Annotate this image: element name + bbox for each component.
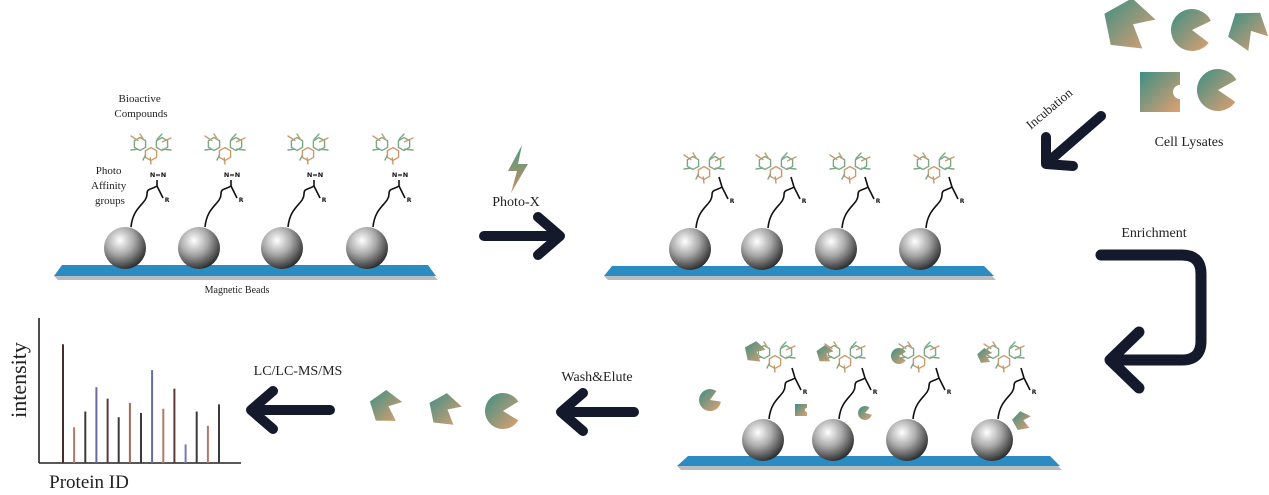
left-arrow-icon (246, 386, 335, 434)
r-group-label: R (322, 197, 327, 204)
plate-2 (604, 266, 996, 280)
magnetic-bead (742, 419, 784, 461)
bound-protein-icon (890, 348, 906, 364)
diazirine-label: N=N (307, 171, 323, 179)
probe-bead: R N=N (261, 133, 329, 269)
magnetic-bead (261, 227, 303, 269)
bioactive-compounds-label: Bioactive Compounds (114, 93, 167, 120)
photo-x-label: Photo-X (492, 195, 539, 210)
incubation-label: Incubation (1023, 85, 1076, 133)
right-arrow-icon (479, 212, 565, 260)
bound-protein-icon (816, 345, 834, 362)
r-group-label: R (730, 198, 735, 205)
bioactive-compound-icon (372, 133, 414, 165)
magnetic-bead (346, 227, 388, 269)
probe-bead: R (815, 152, 881, 270)
r-group-label: R (239, 197, 244, 204)
cell-lysates-cluster: Cell Lysates (1104, 0, 1269, 150)
eluted-proteins (369, 390, 519, 429)
mass-spectrum: intensity Protein ID (6, 318, 241, 493)
photo-affinity-groups-label: Photo Affinity groups (91, 165, 129, 207)
r-group-label: R (960, 198, 965, 205)
bioactive-compound-icon (755, 152, 797, 184)
protein-icon (1140, 72, 1180, 112)
protein-icon (1170, 9, 1211, 52)
bioactive-compound-icon (824, 341, 866, 373)
magnetic-bead (812, 419, 854, 461)
probe-bead: R N=N (178, 133, 246, 269)
magnetic-bead (178, 227, 220, 269)
magnetic-bead (899, 228, 941, 270)
r-group-label: R (803, 389, 808, 396)
magnetic-bead (669, 228, 711, 270)
unbound-protein-icon (699, 389, 721, 412)
magnetic-bead (104, 227, 146, 269)
magnetic-beads-label: Magnetic Beads (205, 285, 270, 296)
diazirine-label: N=N (150, 171, 166, 179)
protein-icon (1228, 12, 1269, 52)
lightning-bolt-icon (508, 145, 528, 193)
x-axis-label: Protein ID (49, 472, 129, 493)
r-group-label: R (1032, 389, 1037, 396)
wash-elute-label: Wash&Elute (561, 370, 632, 385)
down-left-arrow-icon (1041, 111, 1106, 171)
r-group-label: R (947, 389, 952, 396)
r-group-label: R (876, 198, 881, 205)
protein-icon (1196, 69, 1237, 112)
probe-bead: R (899, 152, 965, 270)
r-group-label: R (802, 198, 807, 205)
r-group-label: R (873, 389, 878, 396)
enrichment-step: Enrichment (1095, 226, 1207, 394)
bioactive-compound-icon (287, 133, 329, 165)
magnetic-bead (815, 228, 857, 270)
r-group-label: R (165, 197, 170, 204)
unbound-protein-icon (858, 405, 872, 420)
probe-bead: R (971, 341, 1037, 461)
probe-bead: R (886, 341, 952, 461)
probe-bead: R N=N (346, 133, 414, 269)
bioactive-compound-icon (829, 152, 871, 184)
cell-lysates-label: Cell Lysates (1155, 135, 1224, 150)
unbound-protein-icon (1012, 411, 1031, 430)
photo-x-step: Photo-X (479, 145, 565, 260)
bioactive-compound-icon (130, 133, 172, 165)
y-axis-label: intensity (6, 342, 31, 418)
plate-3 (677, 456, 1062, 470)
diazirine-label: N=N (392, 171, 408, 179)
probe-bead: R (741, 152, 807, 270)
incubation-step: Incubation (1023, 85, 1106, 171)
probe-bead: R (669, 152, 735, 270)
eluted-protein-icon (429, 393, 462, 425)
magnetic-bead (741, 228, 783, 270)
bioactive-compound-icon (898, 341, 940, 373)
bound-protein-icon (977, 348, 993, 363)
bioactive-compound-icon (204, 133, 246, 165)
enrichment-label: Enrichment (1121, 226, 1186, 241)
protein-icon (1104, 0, 1156, 49)
wash-elute-step: Wash&Elute (556, 370, 639, 436)
lc-ms-step: LC/LC-MS/MS (246, 364, 343, 434)
bioactive-compound-icon (683, 152, 725, 184)
eluted-protein-icon (369, 390, 403, 421)
unbound-protein-icon (795, 404, 807, 416)
lc-ms-label: LC/LC-MS/MS (254, 364, 343, 379)
diazirine-label: N=N (224, 171, 240, 179)
probe-bead: R N=N (104, 133, 172, 269)
magnetic-bead (971, 419, 1013, 461)
bioactive-compound-icon (913, 152, 955, 184)
r-group-label: R (407, 197, 412, 204)
eluted-protein-icon (484, 392, 519, 429)
magnetic-bead (886, 419, 928, 461)
left-arrow-icon (556, 388, 639, 436)
stage-1-probe-beads: R N=N R N=N R N=N R N=N Bioactive Compounds Pho… (54, 93, 438, 296)
bound-protein-icon (745, 341, 766, 362)
return-arrow-icon (1095, 249, 1207, 394)
bioactive-compound-icon (983, 341, 1025, 373)
plate-1 (54, 265, 438, 280)
